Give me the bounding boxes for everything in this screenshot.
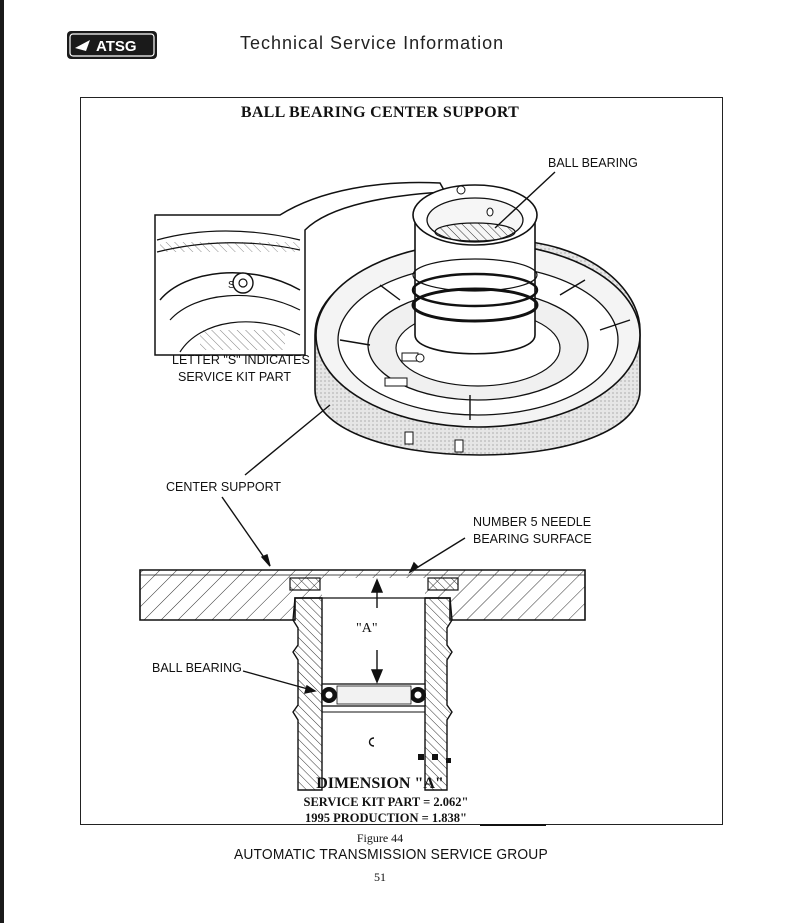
atsg-logo: ATSG	[67, 31, 157, 59]
label-center-support: CENTER SUPPORT	[166, 480, 282, 494]
inset-detail-view: S	[154, 181, 447, 356]
cross-section-view	[139, 569, 586, 791]
scan-edge-bar	[0, 0, 4, 923]
leader-lines-bottom	[221, 496, 466, 694]
dimension-service-kit: SERVICE KIT PART = 2.062"	[303, 795, 469, 809]
footer-title: AUTOMATIC TRANSMISSION SERVICE GROUP	[234, 846, 548, 863]
label-needle-line1: NUMBER 5 NEEDLE	[473, 515, 592, 529]
center-support-3d-view	[314, 184, 641, 456]
leader-lines-top	[244, 171, 556, 476]
label-ball-bearing-top: BALL BEARING	[548, 156, 638, 170]
dimension-a-arrow	[370, 578, 384, 684]
figure-frame	[80, 97, 723, 825]
header-title: Technical Service Information	[240, 33, 505, 53]
dimension-a-marker: "A"	[356, 621, 378, 636]
svg-text:ATSG: ATSG	[96, 38, 137, 55]
label-letter-s-line1: LETTER "S" INDICATES	[172, 353, 310, 367]
label-letter-s-line2: SERVICE KIT PART	[178, 370, 292, 384]
dimension-title: DIMENSION "A"	[316, 775, 444, 792]
svg-text:S: S	[228, 280, 235, 291]
label-needle-line2: BEARING SURFACE	[473, 532, 592, 546]
figure-caption: Figure 44	[356, 831, 404, 845]
scan-artifacts	[418, 754, 546, 826]
page-number: 51	[374, 870, 386, 884]
figure-title: BALL BEARING CENTER SUPPORT	[240, 104, 520, 121]
label-ball-bearing-bottom: BALL BEARING	[152, 661, 242, 675]
dimension-production: 1995 PRODUCTION = 1.838"	[305, 811, 467, 825]
